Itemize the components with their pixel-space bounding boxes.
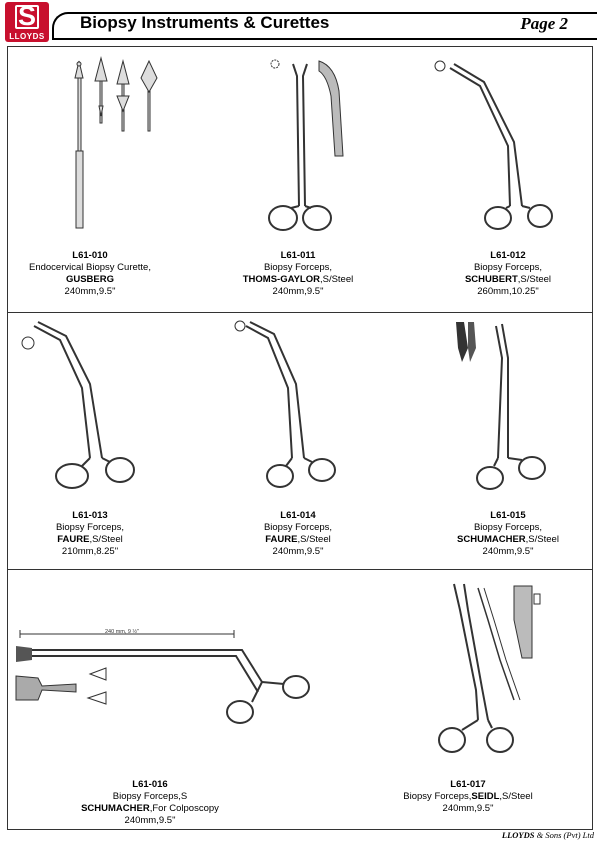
header-top-rule <box>70 12 597 14</box>
footer-company: LLOYDS & Sons (Pvt) Ltd <box>502 830 594 840</box>
item-size: 210mm,8.25" <box>61 546 119 557</box>
item-suffix: ,S/Steel <box>525 534 559 545</box>
item-size: 240mm,9.5" <box>442 803 494 814</box>
item-description: Biopsy Forceps, <box>263 262 333 273</box>
item-size: 240mm,9.5" <box>272 546 324 557</box>
item-name: SCHUMACHER <box>81 803 150 814</box>
thoms-gaylor-forceps-image <box>268 59 344 231</box>
faure-forceps-210-image <box>21 321 135 489</box>
item-L61-013: L61-013 Biopsy Forceps, FAURE,S/Steel 21… <box>0 510 180 558</box>
item-code: L61-014 <box>280 510 316 521</box>
item-code: L61-012 <box>490 250 526 261</box>
item-name: SCHUMACHER <box>457 534 526 545</box>
item-suffix: ,S/Steel <box>89 534 123 545</box>
item-description: Biopsy Forceps, <box>403 791 472 802</box>
item-description: Biopsy Forceps, <box>55 522 125 533</box>
item-name: FAURE <box>57 534 90 545</box>
schumacher-forceps-image <box>456 322 546 490</box>
item-code: L61-016 <box>132 779 168 790</box>
faure-forceps-240-image <box>234 320 336 488</box>
item-code: L61-013 <box>72 510 108 521</box>
dimension-label: 240 mm, 9 ½" <box>105 629 140 635</box>
item-size: 240mm,9.5" <box>64 286 116 297</box>
item-L61-012: L61-012 Biopsy Forceps, SCHUBERT,S/Steel… <box>418 250 598 298</box>
item-size: 240mm,9.5" <box>482 546 534 557</box>
item-suffix: ,S/Steel <box>297 534 331 545</box>
schubert-forceps-image <box>434 60 553 230</box>
page-title: Biopsy Instruments & Curettes <box>80 13 330 32</box>
page-number: Page 2 <box>520 14 568 33</box>
row-divider <box>8 312 592 313</box>
item-suffix: ,S/Steel <box>319 274 354 285</box>
item-name: GUSBERG <box>65 274 115 285</box>
catalog-grid <box>7 46 593 830</box>
row-divider <box>8 569 592 570</box>
item-description: Biopsy Forceps, <box>263 522 333 533</box>
item-size: 240mm,9.5" <box>124 815 176 826</box>
item-description: Biopsy Forceps, <box>473 262 543 273</box>
item-L61-017: L61-017 Biopsy Forceps,SEIDL,S/Steel 240… <box>378 779 558 815</box>
schumacher-colposcopy-forceps-image <box>15 630 310 724</box>
footer-brand: LLOYDS <box>501 830 535 840</box>
item-name: THOMS-GAYLOR <box>242 274 320 285</box>
item-name: FAURE <box>265 534 298 545</box>
item-L61-010: L61-010 Endocervical Biopsy Curette, GUS… <box>0 250 180 298</box>
item-description: Biopsy Forceps, <box>473 522 543 533</box>
item-size: 240mm,9.5" <box>272 286 324 297</box>
logo-brand-text: LLOYDS <box>9 32 45 41</box>
item-suffix: ,For Colposcopy <box>149 803 219 814</box>
item-L61-011: L61-011 Biopsy Forceps, THOMS-GAYLOR,S/S… <box>208 250 388 298</box>
item-L61-015: L61-015 Biopsy Forceps, SCHUMACHER,S/Ste… <box>418 510 598 558</box>
header-bottom-rule <box>52 38 597 40</box>
logo-frame <box>15 5 39 29</box>
item-L61-014: L61-014 Biopsy Forceps, FAURE,S/Steel 24… <box>208 510 388 558</box>
gusberg-curette-image <box>74 56 158 229</box>
item-code: L61-011 <box>280 250 316 261</box>
item-suffix: ,S/Steel <box>499 791 533 802</box>
item-code: L61-017 <box>450 779 486 790</box>
item-code: L61-015 <box>490 510 526 521</box>
item-description: Endocervical Biopsy Curette, <box>29 262 151 273</box>
item-name: SCHUBERT <box>464 274 518 285</box>
item-size: 260mm,10.25" <box>477 286 539 297</box>
item-name: SEIDL <box>471 791 500 802</box>
logo-s-glyph: S <box>17 1 36 31</box>
item-description: Biopsy Forceps,S <box>112 791 188 802</box>
seidl-forceps-image <box>438 583 541 753</box>
item-code: L61-010 <box>72 250 108 261</box>
header-curve <box>52 12 82 40</box>
company-logo: S LLOYDS <box>5 2 49 42</box>
item-L61-016: L61-016 Biopsy Forceps,S SCHUMACHER,For … <box>60 779 240 827</box>
footer-rest: & Sons (Pvt) Ltd <box>534 830 594 840</box>
item-suffix: ,S/Steel <box>517 274 552 285</box>
